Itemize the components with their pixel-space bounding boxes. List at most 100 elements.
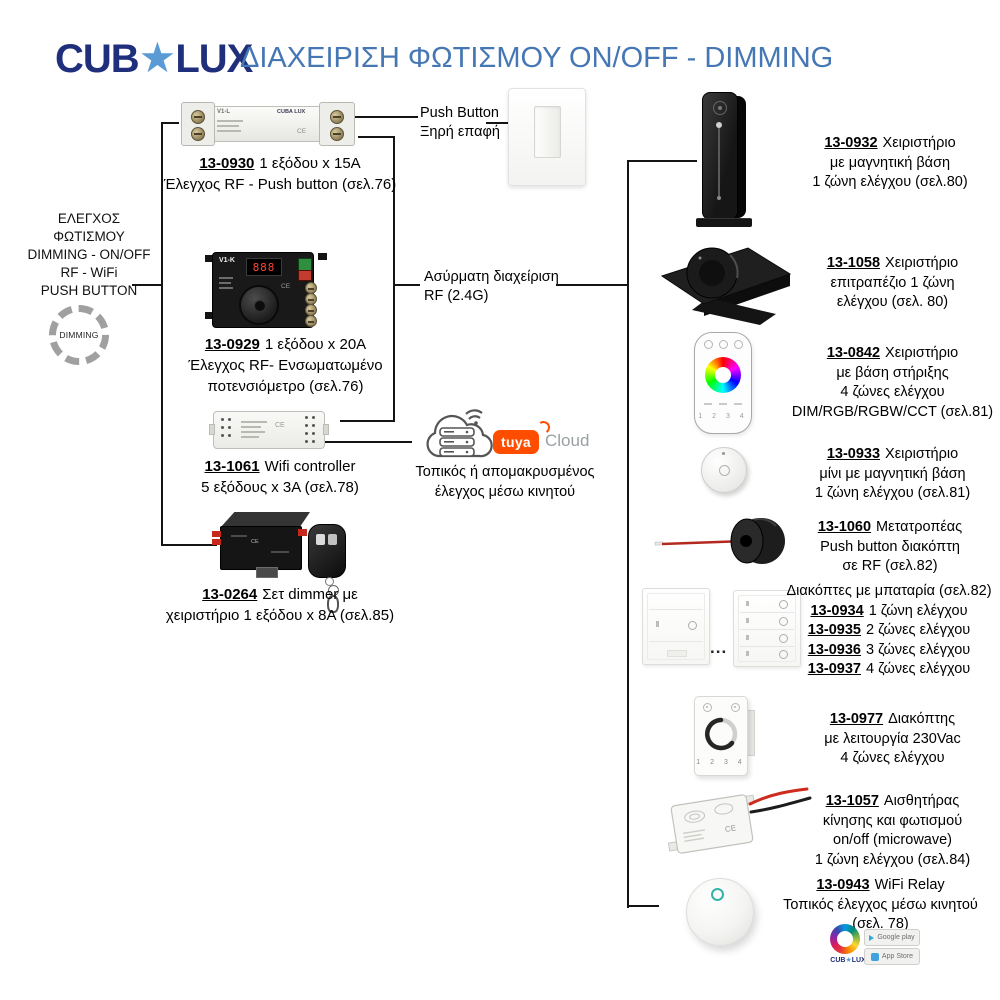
connector-mid-vertical — [393, 136, 395, 422]
product-code: 13-1058 — [826, 255, 881, 271]
device-13-0264-remote-image — [308, 524, 346, 614]
product-desc: με βάση στήριξης — [836, 364, 949, 381]
connector-rf-right — [556, 284, 629, 286]
left-caption-line: RF - WiFi — [60, 265, 118, 280]
battery-title: Διακόπτες με μπαταρία (σελ.82) — [786, 583, 992, 599]
product-desc: 1 ζώνη ελέγχου (σελ.81) — [814, 485, 971, 501]
rainbow-ring-icon — [830, 924, 860, 954]
ce-mark: CE — [251, 539, 259, 545]
play-store-icon — [869, 934, 875, 941]
product-desc: μίνι με μαγνητική βάση — [819, 465, 966, 482]
product-code: 13-0977 — [829, 711, 884, 727]
ce-mark: CE — [281, 283, 291, 290]
product-desc: 1 ζώνη ελέγχου (σελ.80) — [812, 174, 968, 190]
touch-slider — [718, 125, 720, 199]
product-code: 13-0937 — [807, 661, 861, 677]
product-desc: με μαγνητική βάση — [829, 154, 951, 171]
product-code: 13-0934 — [810, 602, 864, 619]
product-code: 13-0930 — [199, 155, 255, 172]
product-desc: Χειριστήριο — [885, 446, 959, 462]
tuya-caption-line: Τοπικός ή απομακρυσμένος — [415, 464, 595, 480]
wifi-icon — [465, 409, 483, 420]
product-desc: επιτραπέζιο 1 ζώνη — [830, 274, 955, 291]
app-store-icon — [870, 952, 879, 961]
product-desc: Διακόπτης — [888, 711, 956, 727]
product-desc: on/off (microwave) — [833, 832, 952, 848]
star-icon: ★ — [845, 957, 852, 964]
left-caption: ΕΛΕΓΧΟΣ ΦΩΤΙΣΜΟΥ DIMMING - ON/OFF RF - W… — [18, 210, 160, 300]
connector-left-vertical — [161, 122, 163, 546]
device-13-0943-image — [686, 878, 754, 946]
product-desc: ποτενσιόμετρο (σελ.76) — [207, 378, 364, 395]
cloud-label: Cloud — [545, 431, 590, 450]
remote-base — [696, 218, 752, 227]
switch-rocker — [534, 106, 561, 158]
product-code: 13-0932 — [824, 135, 878, 151]
dimming-badge-label: DIMMING — [59, 330, 99, 340]
device-model-label: V1-L — [217, 109, 231, 115]
device-13-1058-image — [660, 247, 792, 325]
product-desc: Αισθητήρας — [883, 793, 960, 809]
product-desc: Push button διακόπτη — [820, 538, 960, 555]
device-13-1060-image — [654, 517, 785, 564]
led-display: 888 — [246, 258, 282, 276]
app-logo-text: CUB★LUX — [820, 956, 876, 964]
connector-pushbutton-a — [355, 116, 418, 118]
logo-text-cub: CUB — [55, 37, 140, 81]
connector-tuya — [325, 441, 412, 443]
product-code: 13-0842 — [826, 345, 881, 361]
product-desc: Χειριστήριο — [885, 255, 959, 271]
tuya-caption: Τοπικός ή απομακρυσμένος έλεγχος μέσω κι… — [400, 463, 610, 502]
connector-mid-bottom — [340, 420, 395, 422]
connector-right-vertical — [627, 160, 629, 908]
device-13-0930-image: V1-L CUBA LUX CE — [181, 100, 355, 146]
product-desc: 1 ζώνη ελέγχου (σελ.84) — [814, 851, 971, 868]
logo-text-cub: CUB — [830, 957, 846, 964]
page-title: ΔΙΑΧΕΙΡΙΣΗ ΦΩΤΙΣΜΟΥ ON/OFF - DIMMING — [240, 42, 834, 74]
left-caption-line: ΦΩΤΙΣΜΟΥ — [53, 229, 125, 244]
product-code: 13-1060 — [817, 519, 872, 535]
logo-text-lux: LUX — [851, 957, 866, 964]
product-desc: Μετατροπέας — [876, 519, 963, 535]
zone-numbers: 1 2 3 4 — [696, 759, 746, 766]
product-desc: Χειριστήριο — [885, 345, 959, 361]
product-desc: με λειτουργία 230Vac — [824, 730, 961, 747]
product-desc: 4 ζώνες ελέγχου — [840, 384, 945, 400]
tuya-logo-text: tuya — [501, 434, 531, 450]
app-store-badge[interactable]: App Store — [864, 948, 920, 965]
module-body — [209, 106, 325, 142]
dimmer-arc — [704, 717, 738, 751]
product-desc: 3 ζώνες ελέγχου — [866, 641, 971, 658]
connector-left-bottom — [161, 544, 217, 546]
device-13-1057-image: CE — [667, 787, 812, 854]
tuya-logo: tuya — [493, 430, 539, 454]
google-play-badge[interactable]: Google play — [864, 929, 920, 946]
dimmer-body: V1-K 888 CE — [212, 252, 314, 328]
product-desc: κίνησης και φωτισμού — [822, 812, 963, 829]
terminal-block-left — [181, 102, 215, 146]
device-model-label: V1-K — [219, 257, 235, 264]
connector-left-top — [161, 122, 179, 124]
ce-mark: CE — [275, 422, 285, 429]
push-button-caption: Push Button Ξηρή επαφή — [420, 104, 500, 142]
product-desc: 5 εξόδους x 3Α (σελ.78) — [201, 479, 359, 496]
battery-switch-4gang-image — [733, 590, 801, 667]
cubalux-app-logo: CUB★LUX — [820, 924, 876, 968]
device-13-0264-box-image: CE — [212, 512, 314, 582]
wall-switch-image — [508, 88, 586, 186]
remote-icon — [719, 340, 728, 349]
zone-numbers: 1 2 3 4 — [698, 413, 748, 420]
star-icon: ★ — [138, 34, 177, 81]
product-code: 13-0264 — [202, 586, 258, 603]
left-caption-line: PUSH BUTTON — [40, 283, 138, 298]
connector-rf-left — [395, 284, 420, 286]
logo-text-lux: LUX — [175, 37, 253, 81]
product-desc: Έλεγχος RF- Ενσωματωμένο — [188, 357, 383, 374]
product-code: 13-0935 — [807, 622, 861, 638]
